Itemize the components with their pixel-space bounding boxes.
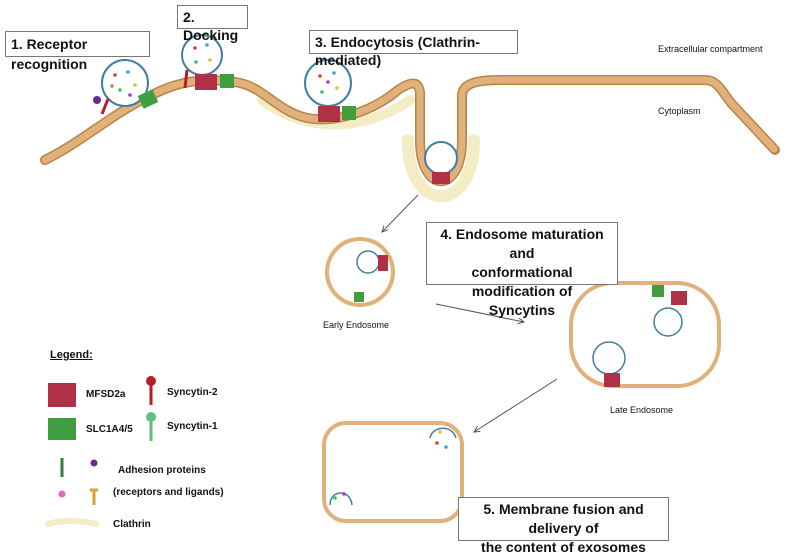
legend-syncytin-2-head <box>146 376 156 386</box>
legend-adhesion-orange-icon <box>90 488 98 505</box>
arrow-to-early-endosome <box>382 194 419 232</box>
exosome-cargo-step3 <box>318 71 339 94</box>
early-endosome-label: Early Endosome <box>323 320 390 330</box>
exosome-cargo-step2 <box>193 43 212 64</box>
mfsd2a-transporter-step3 <box>318 106 340 122</box>
syncytin-2-step2 <box>183 69 189 89</box>
step-4-line-2: conformational modification of <box>471 264 573 299</box>
arrow-to-late-endosome <box>435 303 524 322</box>
step-5-label: 5. Membrane fusion and delivery of the c… <box>458 497 669 555</box>
early-endosome-slc1a4 <box>354 292 364 302</box>
legend-clathrin-icon <box>45 518 99 527</box>
extracellular-compartment-label: Extracellular compartment <box>658 44 763 54</box>
early-endosome-exosome <box>356 250 380 274</box>
adhesion-protein-step1 <box>93 96 101 104</box>
exosome-endocytic-pit <box>424 141 458 175</box>
late-endosome-exosome-lower <box>592 341 626 375</box>
slc1a4-transporter-step2 <box>220 74 234 88</box>
slc1a4-transporter-step1 <box>137 89 159 109</box>
legend-syncytin-1-head <box>146 412 156 422</box>
late-endosome-exosome-upper <box>653 307 683 337</box>
late-endosome-label: Late Endosome <box>610 405 674 415</box>
exosome-step1 <box>101 59 149 107</box>
mfsd2a-transporter-pit <box>432 172 450 184</box>
mfsd2a-transporter-step2 <box>195 74 217 90</box>
late-endosome-mfsd2a-lower <box>604 373 620 387</box>
clathrin-coat-pit <box>402 134 480 202</box>
late-endosome-slc1a4-upper <box>652 285 664 297</box>
cytoplasm-label: Cytoplasm <box>658 106 701 116</box>
plasma-membrane-core <box>41 76 779 185</box>
legend-clathrin-label: Clathrin <box>113 519 151 530</box>
step-4-line-1: 4. Endosome maturation and <box>440 226 604 261</box>
step-5-line-1: 5. Membrane fusion and delivery of <box>483 501 644 536</box>
released-cargo <box>333 430 448 500</box>
slc1a4-transporter-step3 <box>342 106 356 120</box>
legend-adhesion-line-2: (receptors and ligands) <box>113 487 224 498</box>
late-endosome <box>569 281 721 388</box>
legend-mfsd2a-label: MFSD2a <box>86 389 126 400</box>
legend-adhesion-purple-icon <box>90 459 98 467</box>
step-3-label: 3. Endocytosis (Clathrin-mediated) <box>309 30 518 68</box>
legend-syncytin-1-label: Syncytin-1 <box>167 421 218 432</box>
step-4-line-3: Syncytins <box>488 302 556 318</box>
legend-adhesion-line-1: Adhesion proteins <box>118 465 206 476</box>
legend-slc1a4-label: SLC1A4/5 <box>86 424 133 435</box>
step-2-label: 2. Docking <box>177 5 248 43</box>
early-endosome-mfsd2a <box>378 255 388 271</box>
arrow-to-fusion <box>474 378 558 432</box>
step-5-line-2: the content of exosomes <box>481 539 646 555</box>
legend-mfsd2a-icon <box>48 383 76 407</box>
fusion-endosome <box>322 421 464 523</box>
fusion-pore-lower <box>329 492 353 506</box>
fusion-pore-upper <box>429 427 457 439</box>
step-1-label: 1. Receptor recognition <box>5 31 150 72</box>
diagram-canvas <box>40 34 780 527</box>
late-endosome-mfsd2a-upper <box>671 291 687 305</box>
diagram-stage: 1. Receptor recognition 2. Docking 3. En… <box>5 5 780 555</box>
legend-syncytin-2-label: Syncytin-2 <box>167 387 218 398</box>
legend-slc1a4-icon <box>48 418 76 440</box>
clathrin-coat-step3 <box>257 95 415 130</box>
legend-adhesion-pink-icon <box>58 490 66 498</box>
step-4-label: 4. Endosome maturation and conformationa… <box>426 222 618 318</box>
early-endosome <box>325 237 395 307</box>
legend-title: Legend: <box>50 349 93 361</box>
syncytin-2-step1 <box>100 98 110 115</box>
exosome-cargo-step1 <box>110 70 137 97</box>
